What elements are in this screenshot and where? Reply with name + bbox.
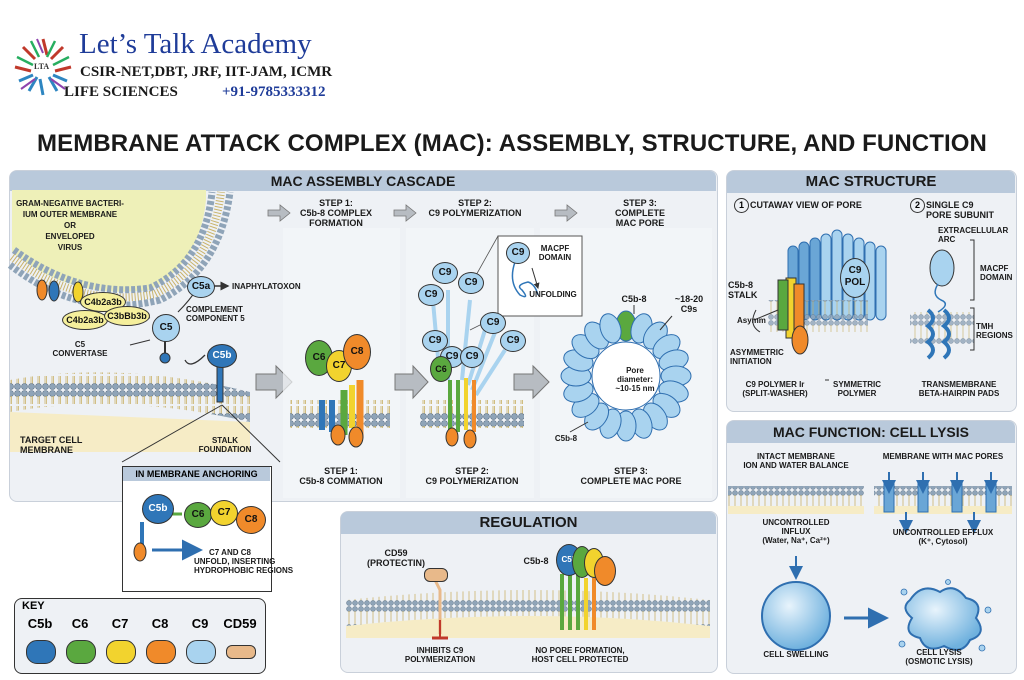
pore-lumen bbox=[591, 341, 661, 411]
efflux-label: UNCONTROLLED EFFLUX(K⁺, Cytosol) bbox=[892, 528, 994, 546]
page-title: MEMBRANE ATTACK COMPLEX (MAC): ASSEMBLY,… bbox=[37, 130, 987, 157]
step1-c8: C8 bbox=[343, 334, 371, 370]
c4b2a3b-blob-2: C4b2a3b bbox=[62, 310, 108, 330]
key-swatch-cd59 bbox=[226, 645, 256, 659]
academy-logo: LTA bbox=[10, 34, 76, 100]
regulation-drawing bbox=[346, 573, 710, 640]
key-label-cd59: CD59 bbox=[223, 616, 257, 631]
anchoring-c5b: C5b bbox=[142, 494, 174, 524]
key-swatch-c6 bbox=[66, 640, 96, 664]
step2-c9-2: C9 bbox=[458, 272, 484, 294]
regulation-title: REGULATION bbox=[341, 512, 716, 534]
step3-c5b8-label: C5b-8 bbox=[621, 294, 647, 304]
pore-c9-subunit bbox=[599, 313, 622, 344]
key-swatch-c9 bbox=[186, 640, 216, 664]
key-label-c8: C8 bbox=[151, 616, 169, 631]
anchoring-c8: C8 bbox=[236, 506, 266, 534]
gram-negative-label: GRAM-NEGATIVE BACTERI-IUM OUTER MEMBRANE… bbox=[16, 199, 124, 252]
step2-c6: C6 bbox=[430, 356, 452, 382]
step2-c9-6: C9 bbox=[500, 330, 526, 352]
key-items: C5b C6 C7 C8 C9 CD59 bbox=[20, 614, 260, 670]
inaphylatoxon-label: INAPHYLATOXON bbox=[232, 282, 301, 291]
c5b-blob: C5b bbox=[207, 344, 237, 368]
anchoring-drawing bbox=[133, 512, 203, 562]
logo-text: LTA bbox=[34, 62, 50, 71]
anchoring-c7: C7 bbox=[210, 500, 238, 526]
function-title: MAC FUNCTION: CELL LYSIS bbox=[727, 421, 1015, 443]
key-label-c5b: C5b bbox=[27, 616, 53, 631]
step2-bottom-label: STEP 2:C9 POLYMERIZATION bbox=[425, 466, 519, 486]
no-pore-label: NO PORE FORMATION,HOST CELL PROTECTED bbox=[531, 646, 629, 664]
step3-c5b8-bottom-label: C5b-8 bbox=[554, 434, 578, 443]
reg-c8-blob bbox=[594, 556, 616, 586]
key-swatch-c5b bbox=[26, 640, 56, 664]
key-label-c6: C6 bbox=[71, 616, 89, 631]
step2-top-label: STEP 2:C9 POLYMERIZATION bbox=[428, 198, 522, 218]
c5-blob: C5 bbox=[152, 314, 180, 342]
key-label-c9: C9 bbox=[191, 616, 209, 631]
with-pores-label: MEMBRANE WITH MAC PORES bbox=[882, 452, 1004, 461]
cd59-label: CD59(PROTECTIN) bbox=[367, 548, 425, 568]
c3bbb3b-blob: C3bBb3b bbox=[104, 306, 150, 326]
academy-exams: CSIR-NET,DBT, JRF, IIT-JAM, ICMR bbox=[80, 64, 333, 80]
c9-polymer-label: C9 POLYMER Ir(SPLIT-WASHER) bbox=[742, 380, 808, 398]
structure-n1: 1 bbox=[734, 198, 749, 213]
academy-subject: LIFE SCIENCES bbox=[64, 84, 178, 100]
key-swatch-c8 bbox=[146, 640, 176, 664]
key-box bbox=[14, 598, 266, 674]
swelling-label: CELL SWELLING bbox=[763, 650, 829, 659]
key-label-c7: C7 bbox=[111, 616, 129, 631]
step2-c9-4: C9 bbox=[480, 312, 506, 334]
step2-c9-5: C9 bbox=[422, 330, 448, 352]
inset-c9: C9 bbox=[506, 242, 530, 264]
step2-c9-3: C9 bbox=[418, 284, 444, 306]
lysis-label: CELL LYSIS(OSMOTIC LYSIS) bbox=[905, 648, 973, 666]
structure-title: MAC STRUCTURE bbox=[727, 171, 1015, 193]
cd59-protein bbox=[424, 568, 448, 582]
key-title: KEY bbox=[22, 600, 45, 612]
function-drawing bbox=[728, 472, 1012, 652]
inset-unfolding-label: UNFOLDING bbox=[529, 290, 577, 299]
key-swatch-c7 bbox=[106, 640, 136, 664]
step1-bottom-label: STEP 1:C5b-8 COMMATION bbox=[299, 466, 383, 486]
structure-c9-subunit bbox=[875, 245, 887, 321]
step3-bottom-label: STEP 3:COMPLETE MAC PORE bbox=[580, 466, 682, 486]
structure-n2: 2 bbox=[910, 198, 925, 213]
assembly-title: MAC ASSEMBLY CASCADE bbox=[10, 171, 716, 191]
asymm-label: Asymm bbox=[737, 316, 766, 325]
cutaway-label: CUTAWAY VIEW OF PORE bbox=[750, 200, 862, 210]
anchoring-c6: C6 bbox=[184, 502, 212, 528]
structure-drawing bbox=[752, 229, 975, 381]
step2-c9-1: C9 bbox=[432, 262, 458, 284]
anchoring-title: IN MEMBRANE ANCHORING bbox=[123, 467, 270, 481]
c5a-blob: C5a bbox=[187, 276, 215, 298]
step2-c9-8: C9 bbox=[460, 346, 484, 368]
academy-phone: +91-9785333312 bbox=[222, 84, 326, 100]
academy-name: Let’s Talk Academy bbox=[79, 28, 312, 60]
reg-c5b8-label: C5b-8 bbox=[523, 556, 549, 566]
